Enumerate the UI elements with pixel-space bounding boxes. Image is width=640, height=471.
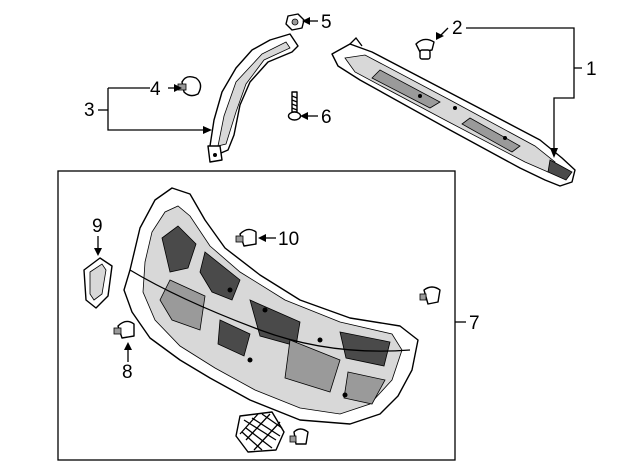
clip-10 (235, 228, 257, 247)
clip-2 (415, 38, 435, 60)
pull-handle (235, 411, 285, 453)
clip-4 (177, 75, 202, 97)
clip-bottom (289, 428, 309, 445)
callout-3: 3 (84, 100, 95, 121)
clip-8 (113, 320, 135, 339)
callout-9: 9 (92, 216, 103, 237)
callout-4: 4 (150, 79, 161, 100)
callout-7: 7 (469, 313, 480, 334)
clip-right (419, 286, 441, 305)
side-bracket (207, 33, 299, 163)
garnish-strip (331, 37, 576, 187)
callout-10: 10 (278, 229, 299, 250)
leader-lines (94, 17, 582, 362)
callout-2: 2 (452, 18, 463, 39)
nut-5 (285, 13, 305, 31)
screw-6 (287, 91, 302, 121)
cover-9 (83, 257, 113, 309)
callout-6: 6 (321, 107, 332, 128)
callout-8: 8 (122, 362, 133, 383)
callout-1: 1 (586, 59, 597, 80)
part-7-frame (57, 170, 456, 461)
callout-5: 5 (321, 12, 332, 33)
trim-panel (123, 187, 419, 425)
